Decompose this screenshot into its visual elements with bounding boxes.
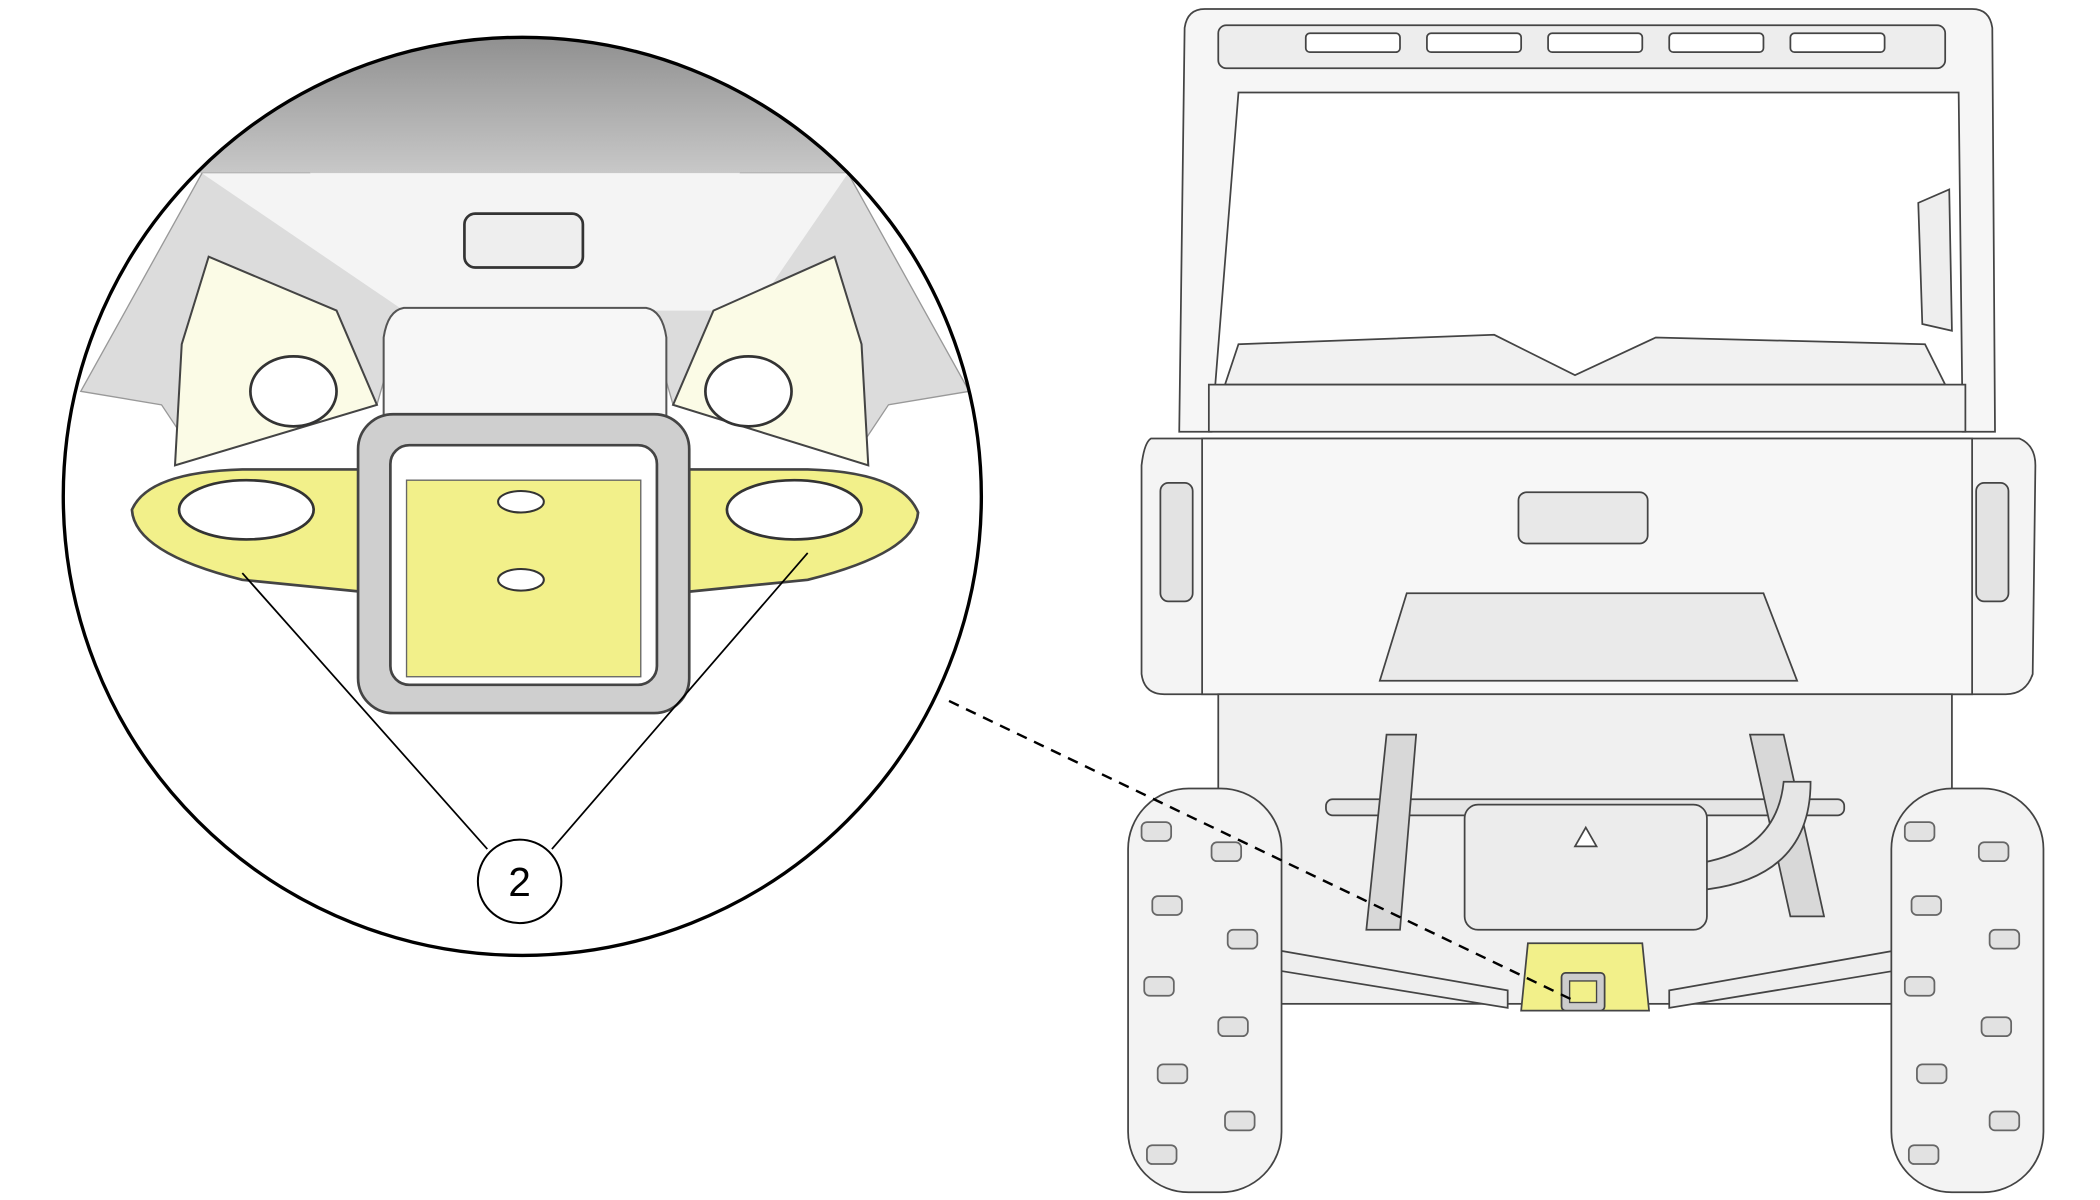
receiver-top xyxy=(382,306,668,420)
frame-top-shadow xyxy=(63,37,982,174)
right-rear-tire xyxy=(1890,787,2045,1194)
exhaust-pipe xyxy=(1701,780,1812,891)
leader-line-left xyxy=(241,572,488,850)
tailgate-recess xyxy=(1378,592,1799,682)
right-plate-hole xyxy=(725,478,863,541)
callout-2: 2 xyxy=(476,838,563,925)
frame-slot xyxy=(463,212,585,269)
cage-grab-handle xyxy=(1917,188,1953,332)
callout-number: 2 xyxy=(508,859,530,905)
left-taillight xyxy=(1159,482,1194,603)
detail-view xyxy=(63,37,982,956)
left-plate-hole xyxy=(177,478,315,541)
detail-circle-border xyxy=(61,35,984,958)
muffler-warning-icon xyxy=(1573,825,1599,848)
pin-hole-lower xyxy=(497,568,545,592)
cab-rear-panel xyxy=(1207,383,1967,433)
muffler xyxy=(1463,803,1708,931)
tailgate-latch xyxy=(1517,491,1649,545)
left-upper-hole xyxy=(249,355,338,428)
seat-backs xyxy=(1223,333,1947,386)
pin-hole-upper xyxy=(497,489,545,514)
leader-line-right xyxy=(551,552,809,850)
right-upper-hole xyxy=(704,355,793,428)
utv-rear-view xyxy=(1127,8,2045,1194)
detail-pointer-dashed-line xyxy=(948,699,1573,1001)
left-rear-tire xyxy=(1127,787,1283,1194)
right-taillight xyxy=(1975,482,2010,603)
left-shock xyxy=(1365,733,1418,931)
